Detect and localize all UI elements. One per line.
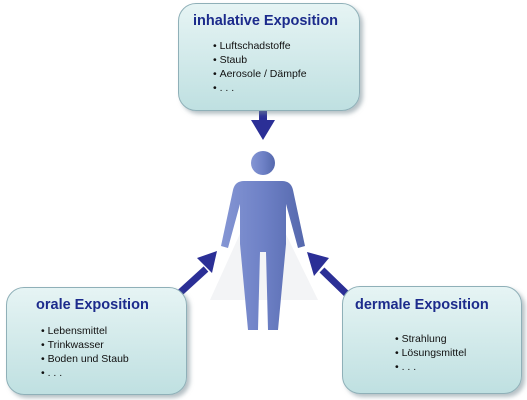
list-item: Luftschadstoffe bbox=[213, 39, 307, 53]
human-figure-icon bbox=[221, 151, 305, 330]
list-item: Strahlung bbox=[395, 332, 466, 346]
list-item: . . . bbox=[395, 360, 466, 374]
list-item: Lösungsmittel bbox=[395, 346, 467, 360]
list-item: Staub bbox=[213, 53, 307, 67]
arrow-down-icon bbox=[251, 107, 275, 140]
dermal-title: dermale Exposition bbox=[355, 297, 489, 313]
list-item: . . . bbox=[213, 81, 307, 95]
list-item: Boden und Staub bbox=[41, 352, 129, 366]
oral-title: orale Exposition bbox=[36, 297, 149, 313]
orale-exposition-box: orale Exposition Lebensmittel Trinkwasse… bbox=[6, 287, 187, 395]
list-item: . . . bbox=[41, 366, 129, 380]
dermale-exposition-box: dermale Exposition Strahlung Lösungsmitt… bbox=[342, 286, 522, 394]
oral-list: Lebensmittel Trinkwasser Boden und Staub… bbox=[41, 324, 129, 380]
dermal-list: Strahlung Lösungsmittel . . . bbox=[395, 332, 467, 374]
list-item: Lebensmittel bbox=[41, 324, 129, 338]
list-item: Trinkwasser bbox=[41, 338, 129, 352]
inhalative-title: inhalative Exposition bbox=[193, 13, 339, 29]
list-item: Aerosole / Dämpfe bbox=[213, 67, 307, 81]
inhalative-exposition-box: inhalative Exposition Luftschadstoffe St… bbox=[178, 3, 360, 111]
inhalative-list: Luftschadstoffe Staub Aerosole / Dämpfe … bbox=[213, 39, 307, 95]
